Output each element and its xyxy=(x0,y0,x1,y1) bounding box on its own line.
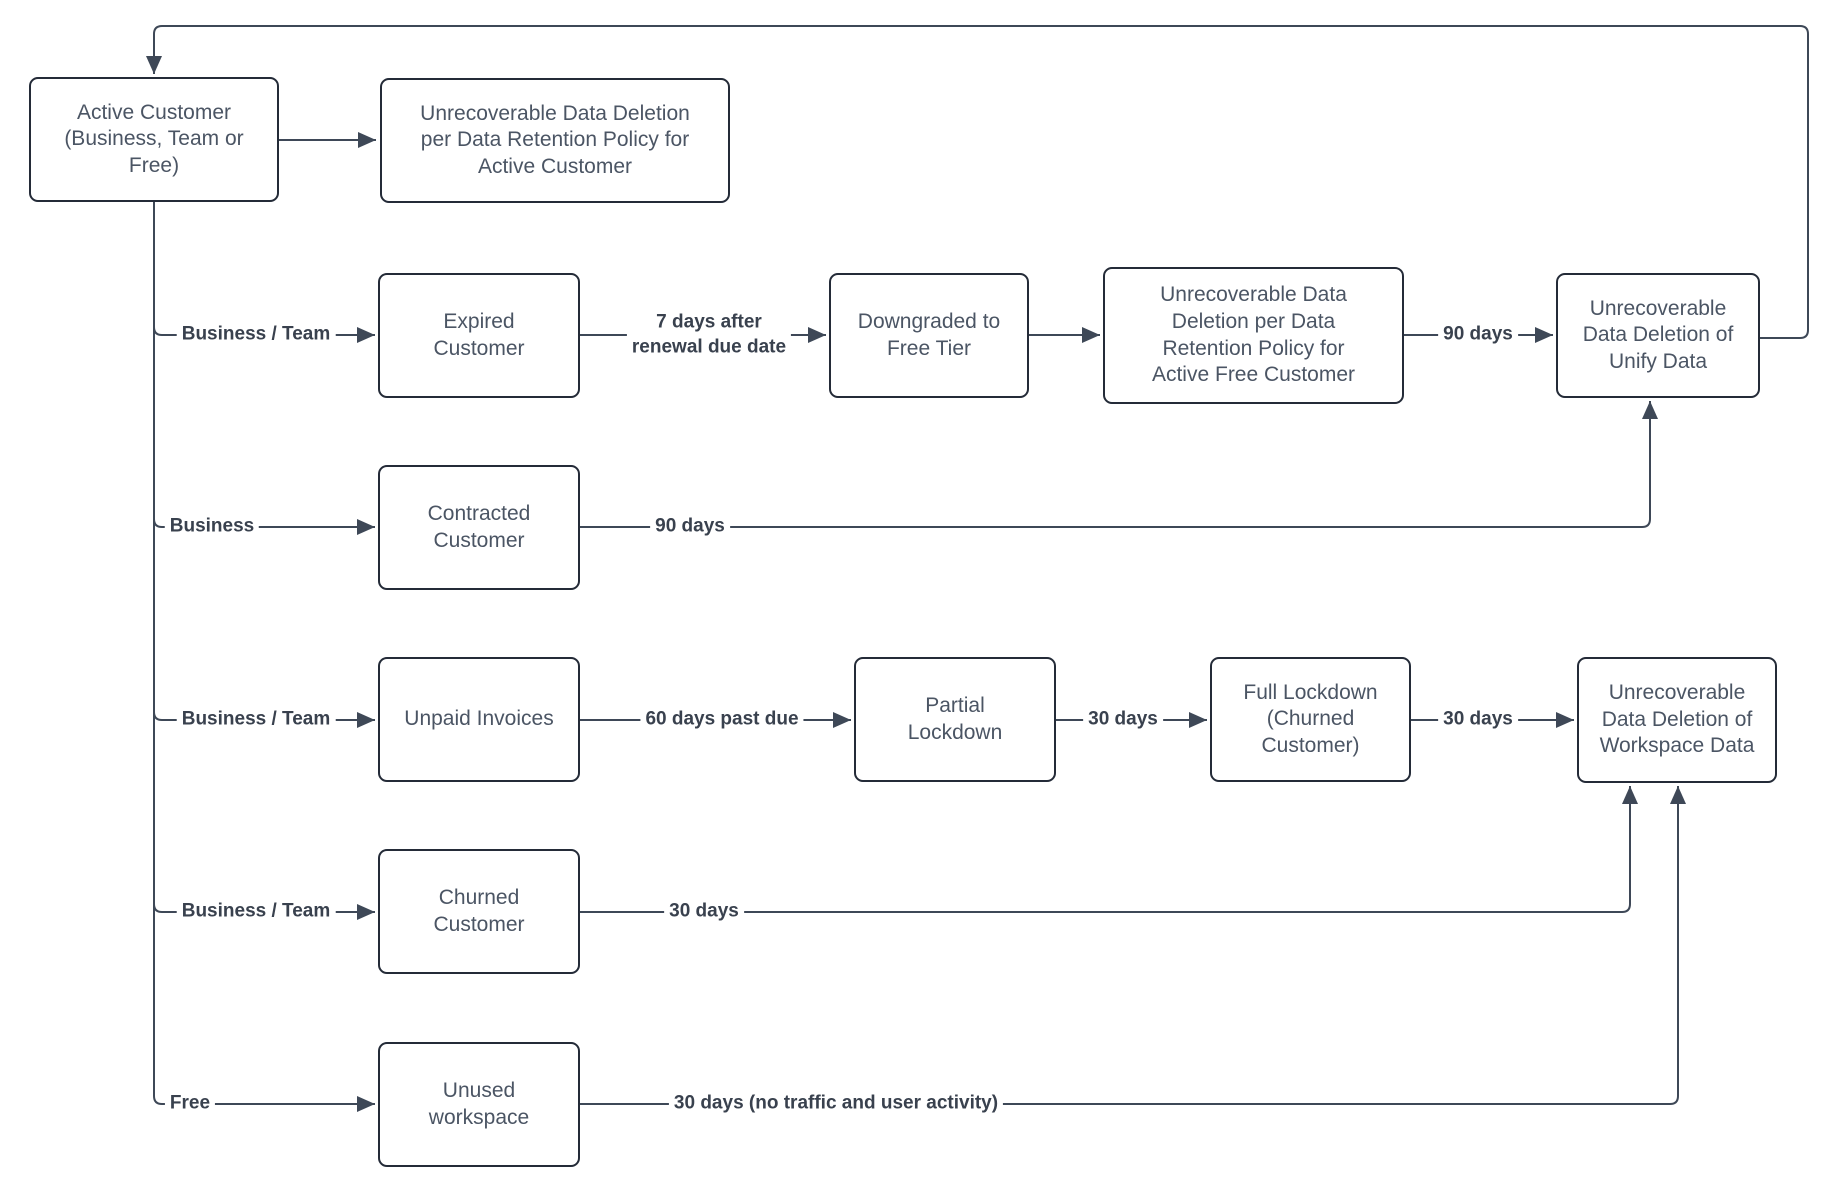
node-unpaid-invoices: Unpaid Invoices xyxy=(378,657,580,782)
edge-label-90-days-to-unify: 90 days xyxy=(1438,322,1518,348)
node-deletion-workspace-data: Unrecoverable Data Deletion of Workspace… xyxy=(1577,657,1777,783)
edge-branch-business-team-unpaid xyxy=(153,711,375,728)
node-contracted-customer: Contracted Customer xyxy=(378,465,580,590)
edge-trunk-to-unused-workspace xyxy=(153,202,375,1112)
edge-unused-to-workspace xyxy=(580,786,1686,1105)
edge-label-60-days-past-due: 60 days past due xyxy=(640,707,804,733)
edge-label-free-unused: Free xyxy=(164,1091,216,1117)
node-unused-workspace: Unused workspace xyxy=(378,1042,580,1167)
node-deletion-active-customer: Unrecoverable Data Deletion per Data Ret… xyxy=(380,78,730,203)
edge-label-7-days-after-renewal: 7 days after renewal due date xyxy=(626,310,792,360)
node-churned-customer: Churned Customer xyxy=(378,849,580,974)
edge-label-30-days-churned: 30 days xyxy=(664,899,744,925)
edge-label-business-team-churned: Business / Team xyxy=(176,899,336,925)
node-downgraded-free-tier: Downgraded to Free Tier xyxy=(829,273,1029,398)
edge-unify-feedback-to-active xyxy=(146,25,1809,339)
node-active-customer: Active Customer (Business, Team or Free) xyxy=(29,77,279,202)
edge-label-business-team-expired: Business / Team xyxy=(176,322,336,348)
edge-branch-business-team-expired xyxy=(153,326,375,343)
edge-branch-business-team-churned xyxy=(153,903,375,920)
edge-churned-to-workspace xyxy=(580,786,1638,913)
node-deletion-active-free-customer: Unrecoverable Data Deletion per Data Ret… xyxy=(1103,267,1404,404)
node-expired-customer: Expired Customer xyxy=(378,273,580,398)
edge-label-30-days-full-workspace: 30 days xyxy=(1438,707,1518,733)
node-deletion-unify-data: Unrecoverable Data Deletion of Unify Dat… xyxy=(1556,273,1760,398)
edge-contracted-to-unify xyxy=(580,401,1658,528)
node-full-lockdown: Full Lockdown (Churned Customer) xyxy=(1210,657,1411,782)
edge-label-30-days-no-traffic: 30 days (no traffic and user activity) xyxy=(668,1091,1004,1117)
node-partial-lockdown: Partial Lockdown xyxy=(854,657,1056,782)
edge-label-business-contracted: Business xyxy=(164,514,260,540)
edge-label-90-days-contracted: 90 days xyxy=(650,514,730,540)
edge-branch-business-contracted xyxy=(153,518,375,535)
edge-label-30-days-partial-full: 30 days xyxy=(1083,707,1163,733)
edge-label-business-team-unpaid: Business / Team xyxy=(176,707,336,733)
